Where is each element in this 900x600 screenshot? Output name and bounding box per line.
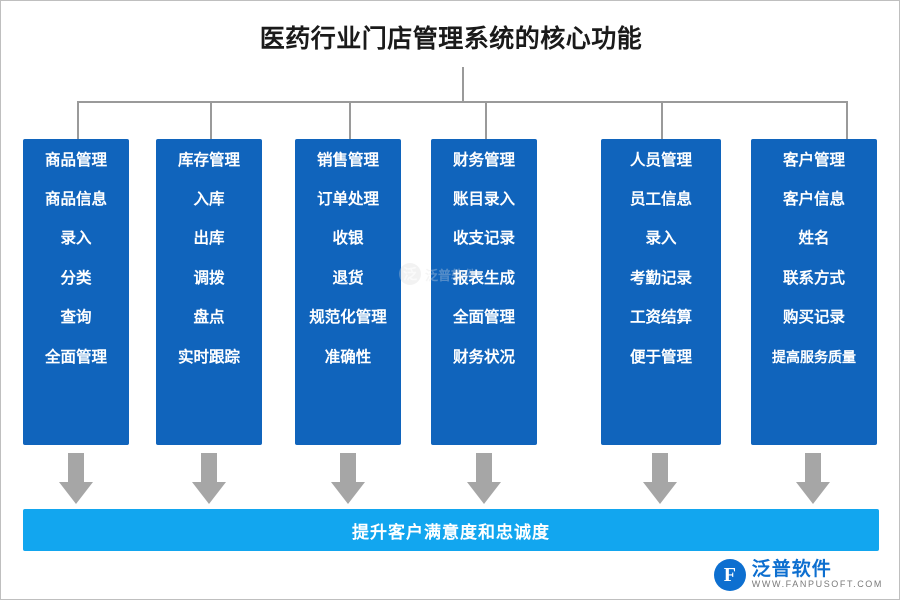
- connector-drop-4: [485, 101, 487, 139]
- connector-drop-3: [349, 101, 351, 139]
- feature-card-item: 分类: [60, 269, 92, 287]
- outcome-bar-label: 提升客户满意度和忠诚度: [352, 522, 550, 542]
- down-arrow-icon: [643, 453, 677, 505]
- feature-card-item: 商品信息: [44, 190, 107, 208]
- feature-card-item: 收支记录: [452, 230, 515, 247]
- connector-horizontal-bus: [77, 101, 847, 103]
- feature-card-item: 便于管理: [629, 348, 692, 366]
- feature-card-item: 录入: [60, 230, 92, 247]
- feature-card-item: 实时跟踪: [177, 348, 240, 366]
- feature-card[interactable]: 商品管理商品信息录入分类查询全面管理: [23, 139, 129, 445]
- feature-card-item: 考勤记录: [629, 269, 692, 287]
- feature-card-item: 退货: [332, 269, 364, 287]
- feature-card[interactable]: 客户管理客户信息姓名联系方式购买记录提高服务质量: [751, 139, 877, 445]
- feature-card-item: 工资结算: [629, 309, 692, 326]
- brand-logo-icon: F: [713, 559, 746, 591]
- brand-name: 泛普软件: [751, 559, 832, 581]
- down-arrow-icon: [331, 453, 365, 505]
- feature-card-item: 盘点: [193, 309, 225, 326]
- feature-card-title: 销售管理: [316, 152, 379, 169]
- down-arrow-icon: [467, 453, 501, 505]
- feature-card-item: 姓名: [798, 230, 830, 247]
- feature-card-title: 人员管理: [629, 152, 692, 169]
- feature-card[interactable]: 库存管理入库出库调拨盘点实时跟踪: [156, 139, 262, 445]
- down-arrow-icon: [59, 453, 93, 505]
- feature-card[interactable]: 财务管理账目录入收支记录报表生成全面管理财务状况: [431, 139, 537, 445]
- feature-card-item: 调拨: [193, 269, 225, 287]
- down-arrow-icon: [796, 453, 830, 505]
- page-title: 医药行业门店管理系统的核心功能: [259, 25, 643, 53]
- feature-card[interactable]: 人员管理员工信息录入考勤记录工资结算便于管理: [601, 139, 721, 445]
- connector-drop-5: [661, 101, 663, 139]
- feature-card-item: 查询: [60, 309, 92, 326]
- feature-card-item: 员工信息: [629, 190, 692, 208]
- feature-card[interactable]: 销售管理订单处理收银退货规范化管理准确性: [295, 139, 401, 445]
- feature-card-title: 财务管理: [452, 152, 515, 169]
- feature-card-item: 全面管理: [44, 348, 107, 366]
- connector-trunk-vertical: [462, 67, 464, 102]
- feature-card-title: 库存管理: [177, 152, 240, 169]
- brand-url: WWW.FANPUSOFT.COM: [751, 579, 883, 590]
- feature-card-item: 出库: [193, 230, 225, 247]
- connector-drop-2: [210, 101, 212, 139]
- feature-card-title: 商品管理: [44, 152, 107, 169]
- feature-card-item: 客户信息: [782, 190, 845, 208]
- feature-card-title: 客户管理: [782, 152, 845, 169]
- feature-card-item: 提高服务质量: [772, 348, 856, 365]
- feature-card-item: 入库: [193, 190, 225, 208]
- connector-drop-6: [846, 101, 848, 139]
- feature-card-item: 财务状况: [452, 348, 515, 366]
- feature-card-item: 联系方式: [782, 269, 845, 287]
- feature-card-item: 规范化管理: [309, 309, 387, 326]
- feature-card-item: 购买记录: [782, 309, 845, 326]
- connector-drop-1: [77, 101, 79, 139]
- feature-card-item: 全面管理: [452, 309, 515, 326]
- feature-card-item: 录入: [645, 230, 677, 247]
- feature-card-item: 订单处理: [316, 190, 379, 208]
- watermark-mark-icon: 泛: [399, 263, 421, 285]
- feature-card-item: 报表生成: [452, 269, 515, 287]
- outcome-bar: 提升客户满意度和忠诚度: [23, 509, 879, 551]
- feature-card-item: 账目录入: [452, 190, 515, 208]
- feature-card-item: 收银: [332, 230, 364, 247]
- feature-card-item: 准确性: [324, 348, 372, 366]
- brand-logo-text: 泛普软件 WWW.FANPUSOFT.COM: [752, 560, 883, 589]
- brand-logo: F 泛普软件 WWW.FANPUSOFT.COM: [713, 559, 883, 591]
- down-arrow-icon: [192, 453, 226, 505]
